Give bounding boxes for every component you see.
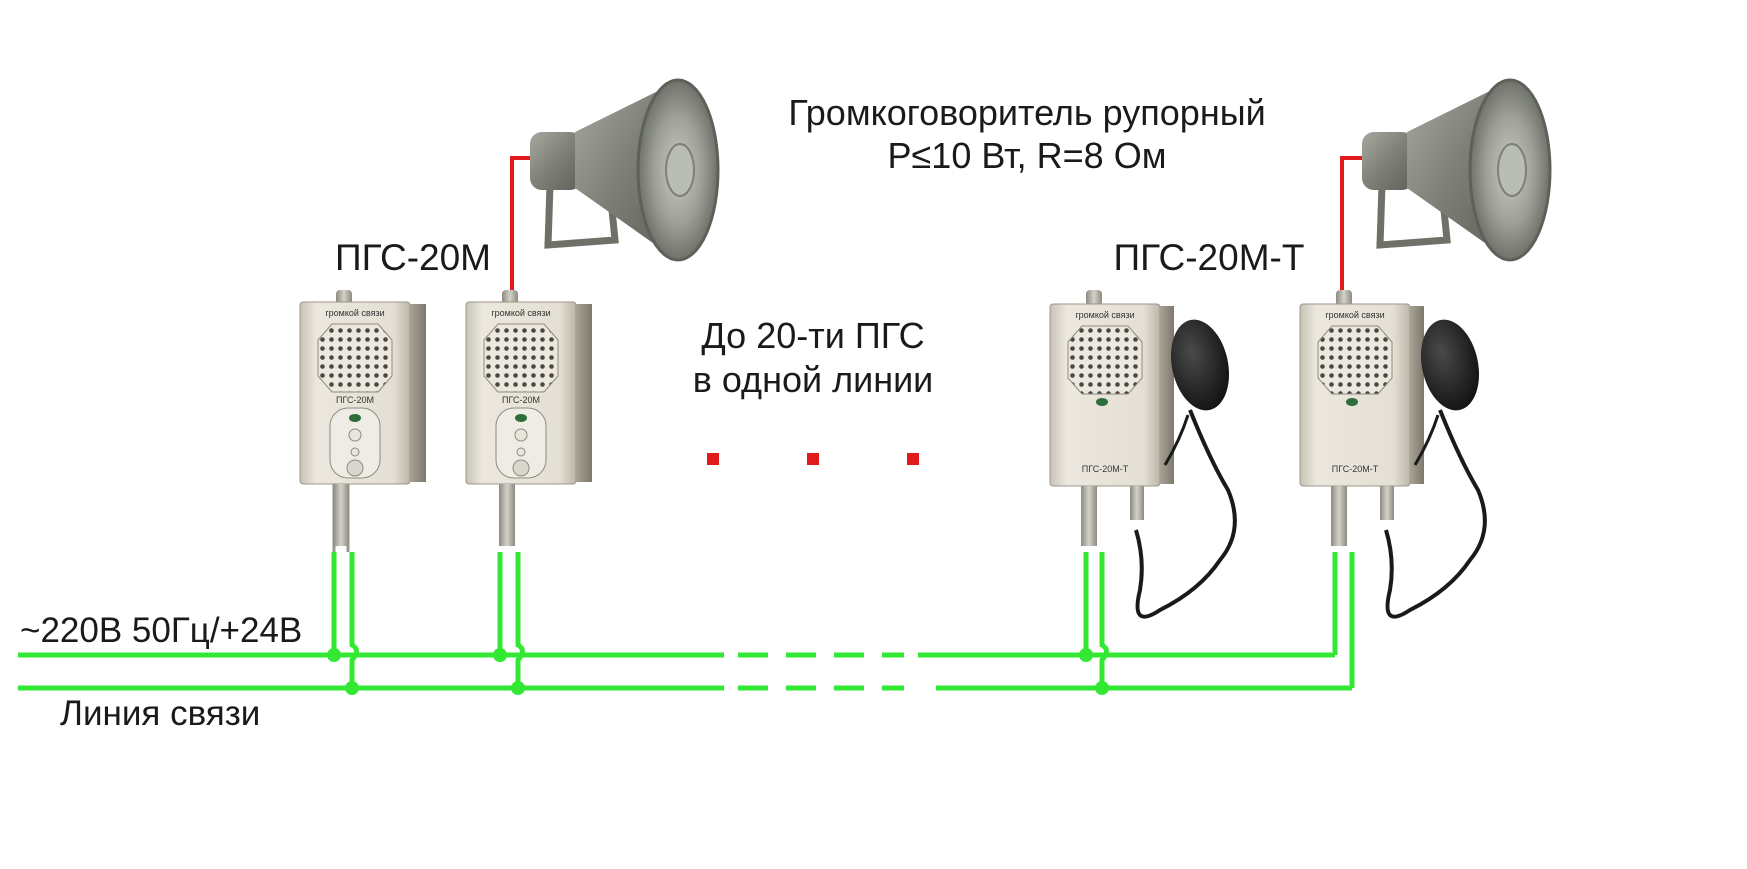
horn-loudspeaker: [530, 78, 720, 262]
device-count-line2: в одной линии: [693, 359, 934, 400]
intercom-unit-b: громкой связи ПГС-20М-Т: [1299, 290, 1487, 619]
intercom-unit-a: громкой связи ПГС-20М: [465, 290, 592, 546]
device-count-line1: До 20-ти ПГС: [701, 315, 924, 356]
power-line-label: ~220В 50Гц/+24В: [20, 611, 302, 650]
intercom-unit-a: громкой связи ПГС-20М: [299, 290, 426, 552]
ellipsis-dot: [707, 453, 719, 465]
loudspeaker-title: Громкоговоритель рупорный: [788, 92, 1265, 133]
device-b-label: ПГС-20М-Т: [1114, 237, 1305, 278]
speaker-wire: [1340, 156, 1365, 295]
ellipsis-dot: [907, 453, 919, 465]
ellipsis-dot: [807, 453, 819, 465]
face-strip-text: громкой связи: [491, 308, 550, 318]
face-strip-text: громкой связи: [1075, 310, 1134, 320]
face-strip-text: громкой связи: [1325, 310, 1384, 320]
horn-loudspeaker: [1362, 78, 1552, 262]
intercom-unit-b: громкой связи ПГС-20М-Т: [1049, 290, 1237, 619]
face-model-text: ПГС-20М-Т: [1332, 464, 1379, 474]
device-a-label: ПГС-20М: [335, 237, 491, 278]
drop-wires: [331, 552, 1355, 688]
face-model-text: ПГС-20М: [336, 395, 374, 405]
face-model-text: ПГС-20М: [502, 395, 540, 405]
face-model-text: ПГС-20М-Т: [1082, 464, 1129, 474]
junction-dots: [327, 648, 1109, 695]
loudspeaker-spec: P≤10 Вт, R=8 Ом: [888, 135, 1167, 176]
comm-line-label: Линия связи: [60, 694, 260, 733]
speaker-wire: [510, 156, 532, 295]
face-strip-text: громкой связи: [325, 308, 384, 318]
